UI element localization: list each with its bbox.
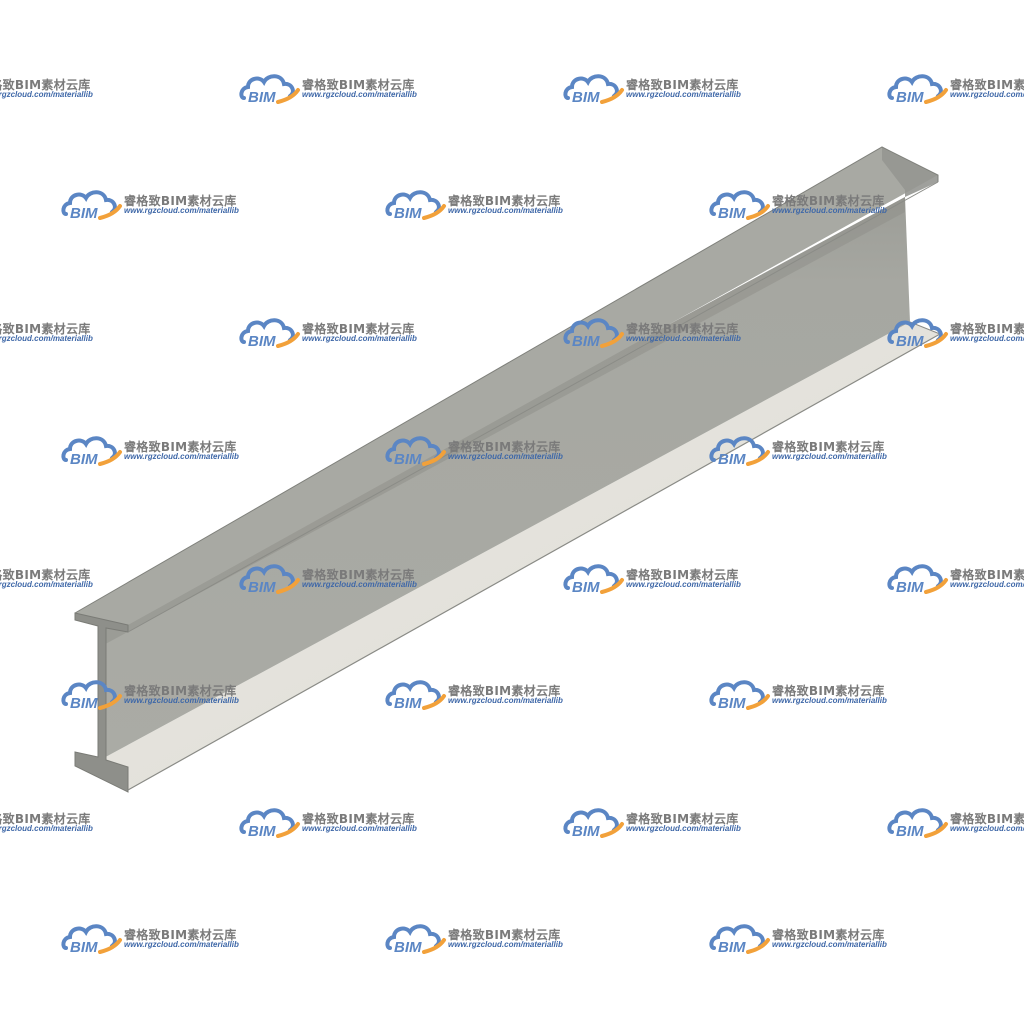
far-end-flange bbox=[882, 147, 938, 197]
top-flange-surface bbox=[75, 147, 938, 625]
beam-web bbox=[98, 197, 910, 760]
top-flange-lower-edge bbox=[127, 181, 939, 633]
bottom-edge-line bbox=[127, 333, 941, 791]
web-fillet-shadow bbox=[98, 197, 905, 648]
beam-outline bbox=[74, 146, 939, 614]
